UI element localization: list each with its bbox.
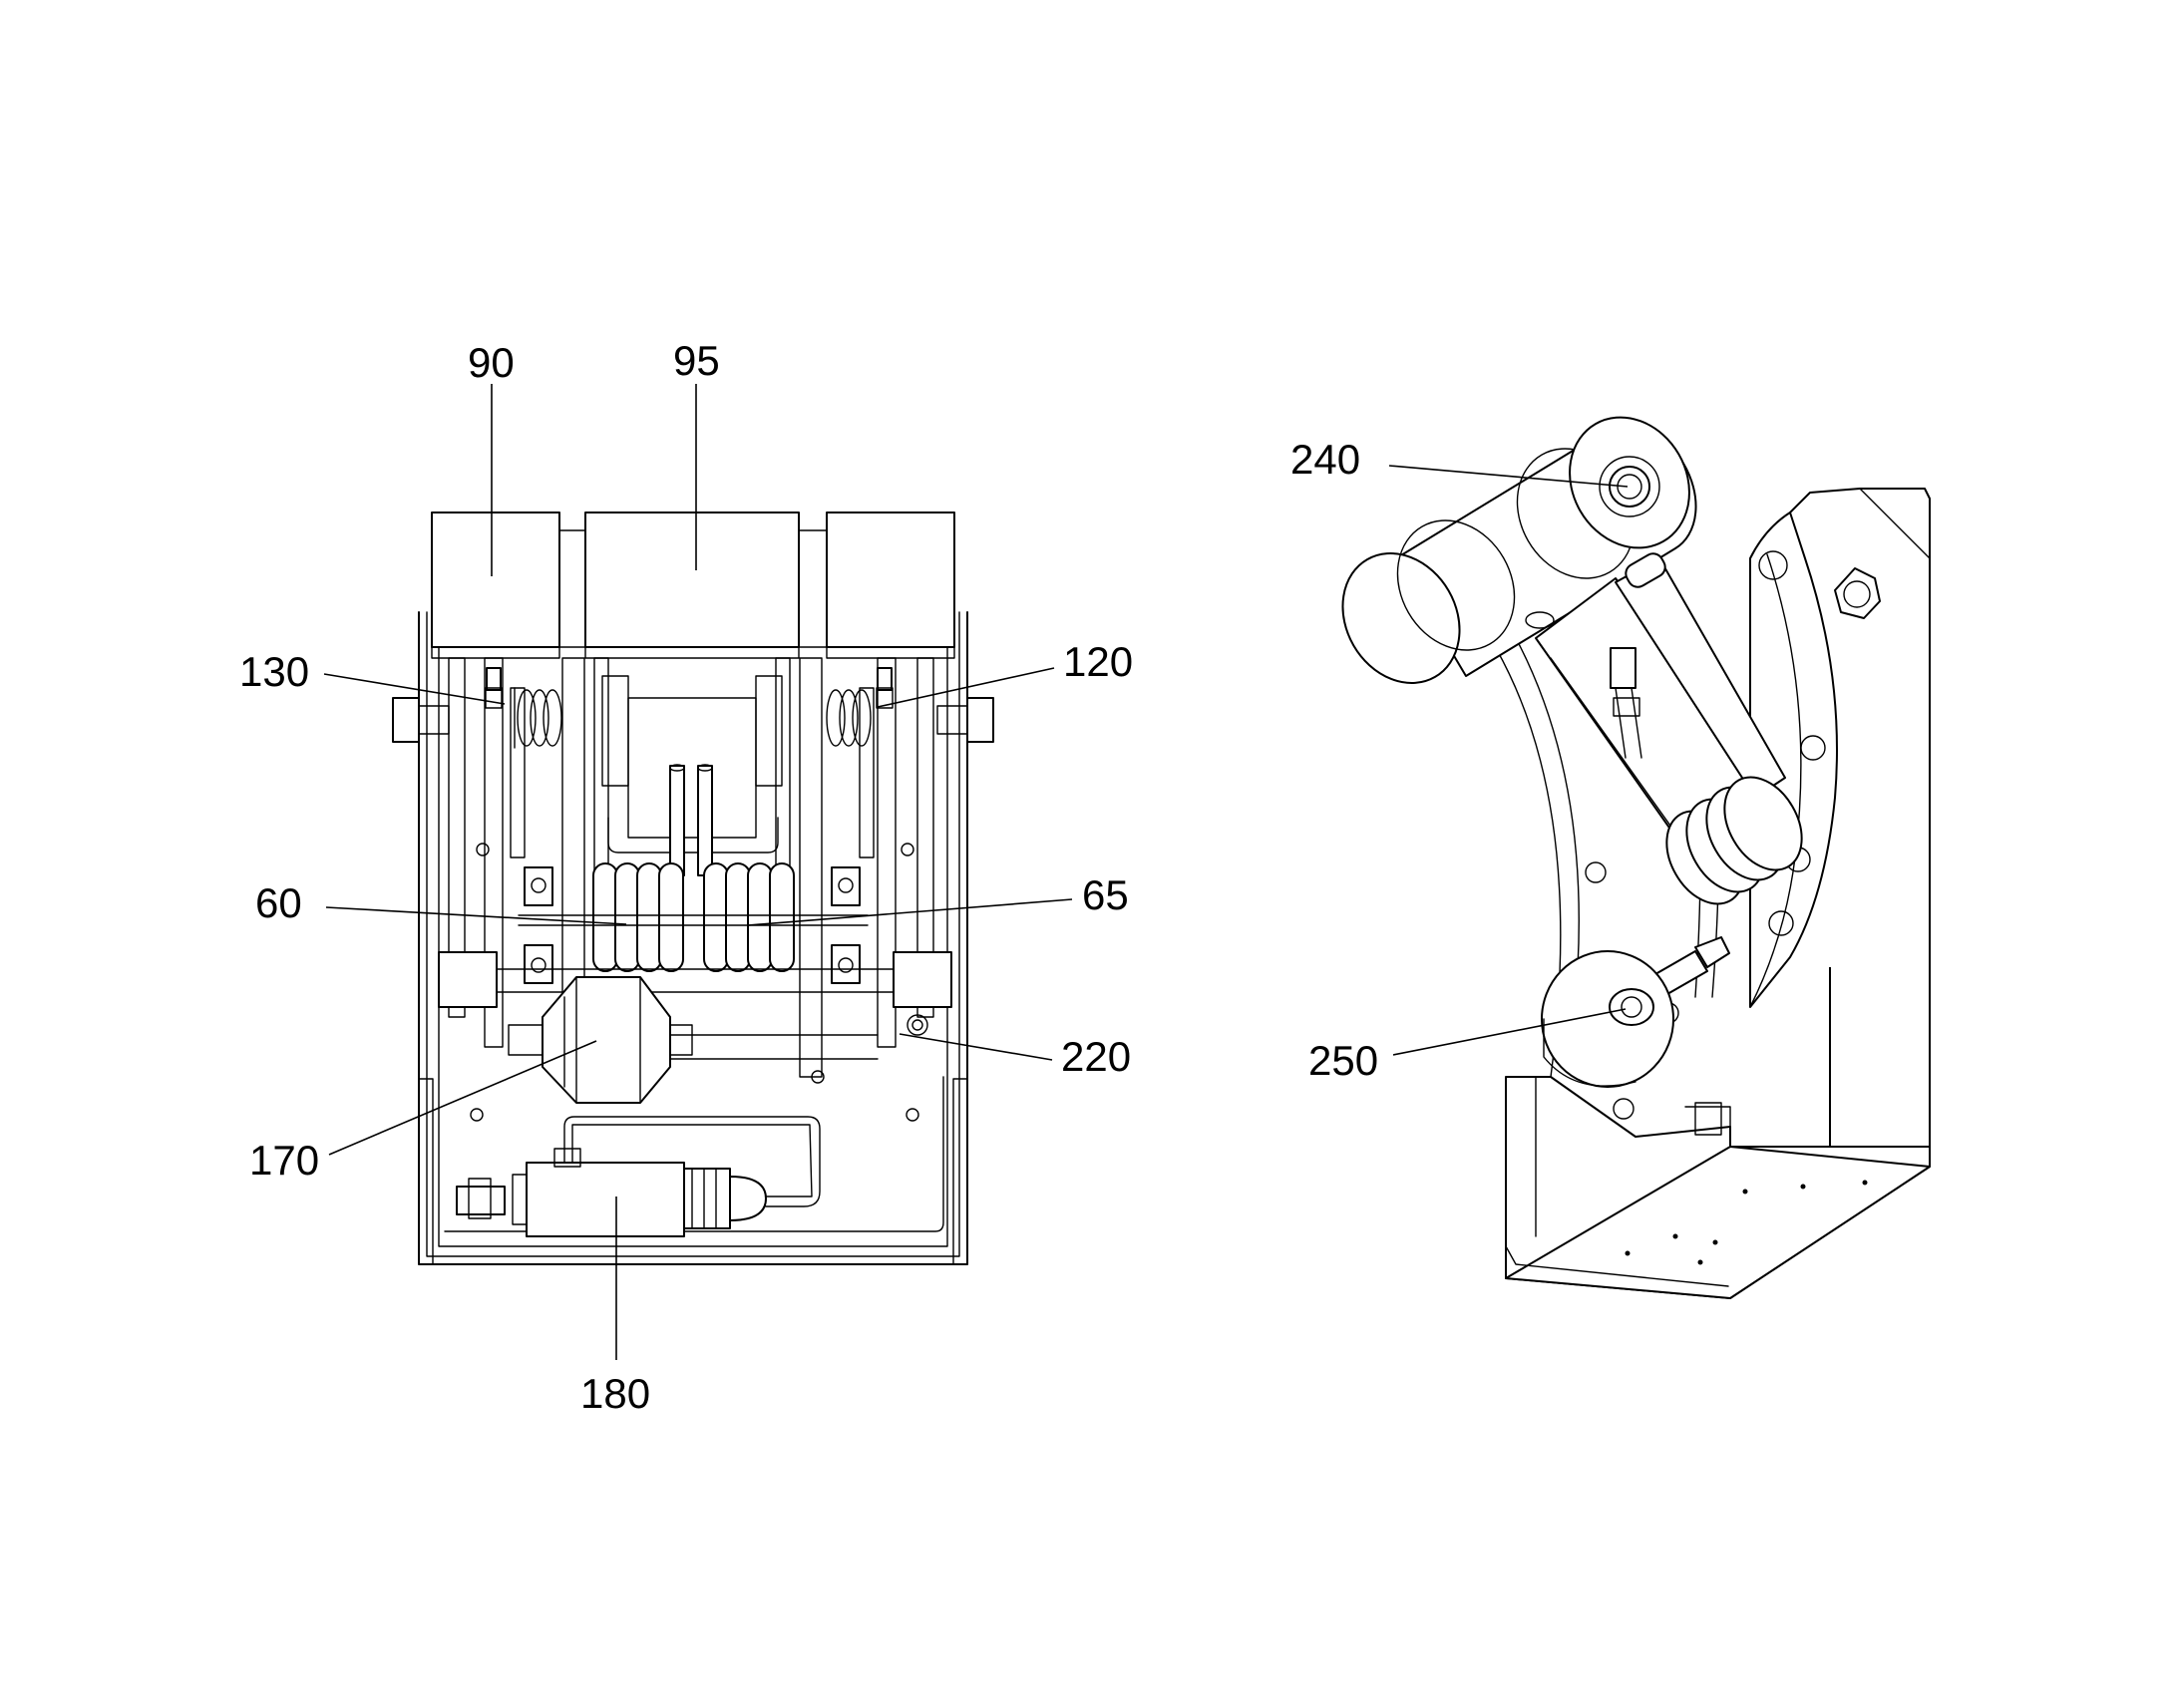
top-blocks xyxy=(431,512,955,659)
base-box xyxy=(1505,1076,1931,1299)
label-130: 130 xyxy=(239,648,309,695)
block-95 xyxy=(584,512,800,648)
bellows xyxy=(1665,776,1803,905)
side-bolts xyxy=(392,697,994,743)
inner-frame xyxy=(601,675,783,876)
bearings xyxy=(476,843,914,984)
roller-240 xyxy=(1341,416,1697,684)
spring-120 xyxy=(826,667,894,747)
roller-250 xyxy=(1541,936,1730,1088)
motor-180 xyxy=(456,1116,821,1237)
frame-rails xyxy=(448,657,934,1078)
right-mechanism-view xyxy=(1341,416,1931,1299)
left-mechanism-view xyxy=(323,384,1073,1360)
label-250: 250 xyxy=(1308,1037,1378,1084)
spring-130 xyxy=(485,667,562,749)
leader-lines-left xyxy=(323,384,1073,1360)
label-60: 60 xyxy=(255,879,302,926)
valve-170 xyxy=(508,976,693,1104)
block-right xyxy=(826,512,955,648)
block-90 xyxy=(431,512,560,648)
label-120: 120 xyxy=(1063,638,1133,685)
reference-numerals: 90 95 130 120 60 65 220 170 180 240 250 xyxy=(239,337,1378,1417)
side-plate xyxy=(1749,488,1931,1148)
label-170: 170 xyxy=(249,1137,319,1184)
label-240: 240 xyxy=(1290,436,1360,483)
label-220: 220 xyxy=(1061,1033,1131,1080)
label-90: 90 xyxy=(468,339,515,386)
label-180: 180 xyxy=(580,1370,650,1417)
housing xyxy=(418,611,968,1265)
label-65: 65 xyxy=(1082,871,1129,918)
label-95: 95 xyxy=(673,337,720,384)
leader-lines-right xyxy=(1388,465,1629,1056)
spring-shaft xyxy=(518,914,869,926)
spring-65 xyxy=(703,862,795,972)
spring-60 xyxy=(592,862,684,972)
crossbars xyxy=(438,951,952,1122)
